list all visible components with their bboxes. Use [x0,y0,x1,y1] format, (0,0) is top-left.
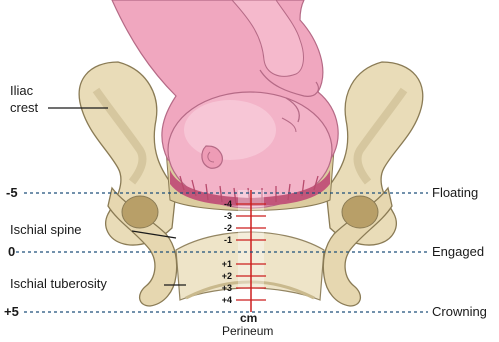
station-scale [236,190,266,312]
scale-tick-label: +1 [214,259,232,269]
scale-tick-label: +2 [214,271,232,281]
iliac-crest-label-line2: crest [10,99,38,116]
crowning-label: Crowning [432,304,487,319]
station-minus5-label: -5 [6,185,18,200]
scale-tick-label: -3 [214,211,232,221]
iliac-crest-label-line1: Iliac [10,82,38,99]
scale-tick-label: +3 [214,283,232,293]
station-0-label: 0 [8,244,15,259]
ischial-spine-label: Ischial spine [10,222,82,237]
scale-tick-label: -1 [214,235,232,245]
station-plus5-label: +5 [4,304,19,319]
ischial-tuberosity-label: Ischial tuberosity [10,276,107,291]
floating-label: Floating [432,185,478,200]
scale-tick-label: -4 [214,199,232,209]
scale-tick-label: +4 [214,295,232,305]
scale-tick-label: -2 [214,223,232,233]
perineum-label: Perineum [222,324,273,338]
unit-label: cm [240,311,257,325]
iliac-crest-label: Iliac crest [10,82,38,116]
engaged-label: Engaged [432,244,484,259]
